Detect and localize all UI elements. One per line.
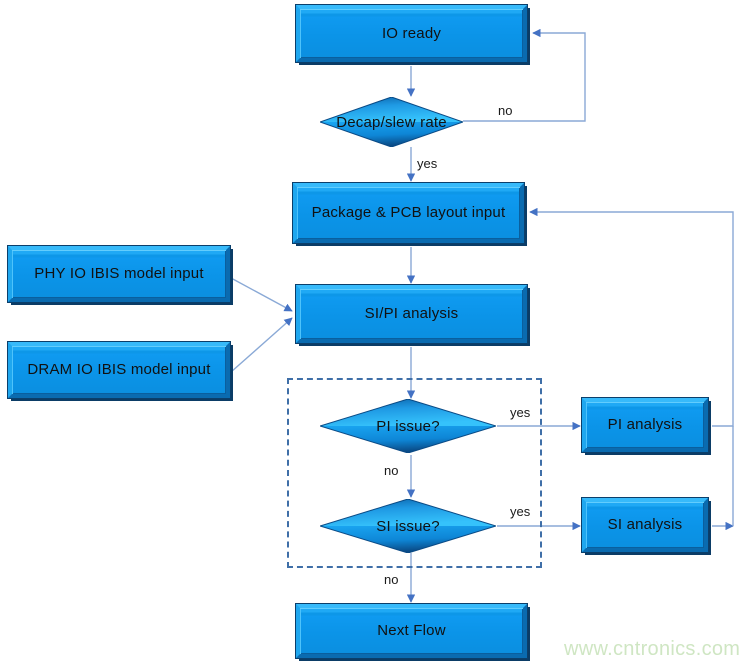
node-pi-issue-label: PI issue? <box>376 417 440 435</box>
node-si-issue[interactable]: SI issue? <box>320 499 496 553</box>
node-pi-issue[interactable]: PI issue? <box>320 399 496 453</box>
node-si-pi-analysis[interactable]: SI/PI analysis <box>295 284 528 344</box>
decision-shape <box>320 97 463 147</box>
node-package-pcb-layout-input[interactable]: Package & PCB layout input <box>292 182 525 244</box>
node-pi-analysis-label: PI analysis <box>607 416 683 433</box>
edge-label-decap-no: no <box>498 103 513 118</box>
node-dram-io-ibis-model-input-label: DRAM IO IBIS model input <box>27 361 211 378</box>
decision-shape <box>320 499 496 553</box>
node-package-pcb-layout-input-label: Package & PCB layout input <box>311 204 506 221</box>
node-phy-io-ibis-model-input[interactable]: PHY IO IBIS model input <box>7 245 231 303</box>
node-io-ready[interactable]: IO ready <box>295 4 528 63</box>
node-decap-slew-rate[interactable]: Decap/slew rate <box>320 97 463 147</box>
node-decap-slew-rate-label: Decap/slew rate <box>336 113 447 131</box>
node-si-analysis-label: SI analysis <box>607 516 683 533</box>
decision-shape <box>320 399 496 453</box>
edge-label-pi-issue-yes: yes <box>510 405 531 420</box>
node-phy-io-ibis-model-input-label: PHY IO IBIS model input <box>34 265 204 282</box>
edge-label-decap-yes: yes <box>417 156 438 171</box>
node-pi-analysis[interactable]: PI analysis <box>581 397 709 453</box>
node-next-flow[interactable]: Next Flow <box>295 603 528 659</box>
issue-loop-group-frame <box>287 378 542 568</box>
site-watermark: www.cntronics.com <box>564 638 741 660</box>
node-si-analysis[interactable]: SI analysis <box>581 497 709 553</box>
edge-pi-analysis-to-package <box>529 207 734 427</box>
edge-phy-model-to-sipi <box>230 277 293 312</box>
node-si-issue-label: SI issue? <box>376 517 440 535</box>
edge-label-si-issue-no: no <box>384 572 399 587</box>
edge-label-pi-issue-no: no <box>384 463 399 478</box>
node-si-pi-analysis-label: SI/PI analysis <box>364 305 459 322</box>
node-io-ready-label: IO ready <box>381 24 442 42</box>
node-next-flow-label: Next Flow <box>377 622 446 639</box>
edge-label-si-issue-yes: yes <box>510 504 531 519</box>
node-dram-io-ibis-model-input[interactable]: DRAM IO IBIS model input <box>7 341 231 399</box>
edge-dram-model-to-sipi <box>230 317 293 373</box>
